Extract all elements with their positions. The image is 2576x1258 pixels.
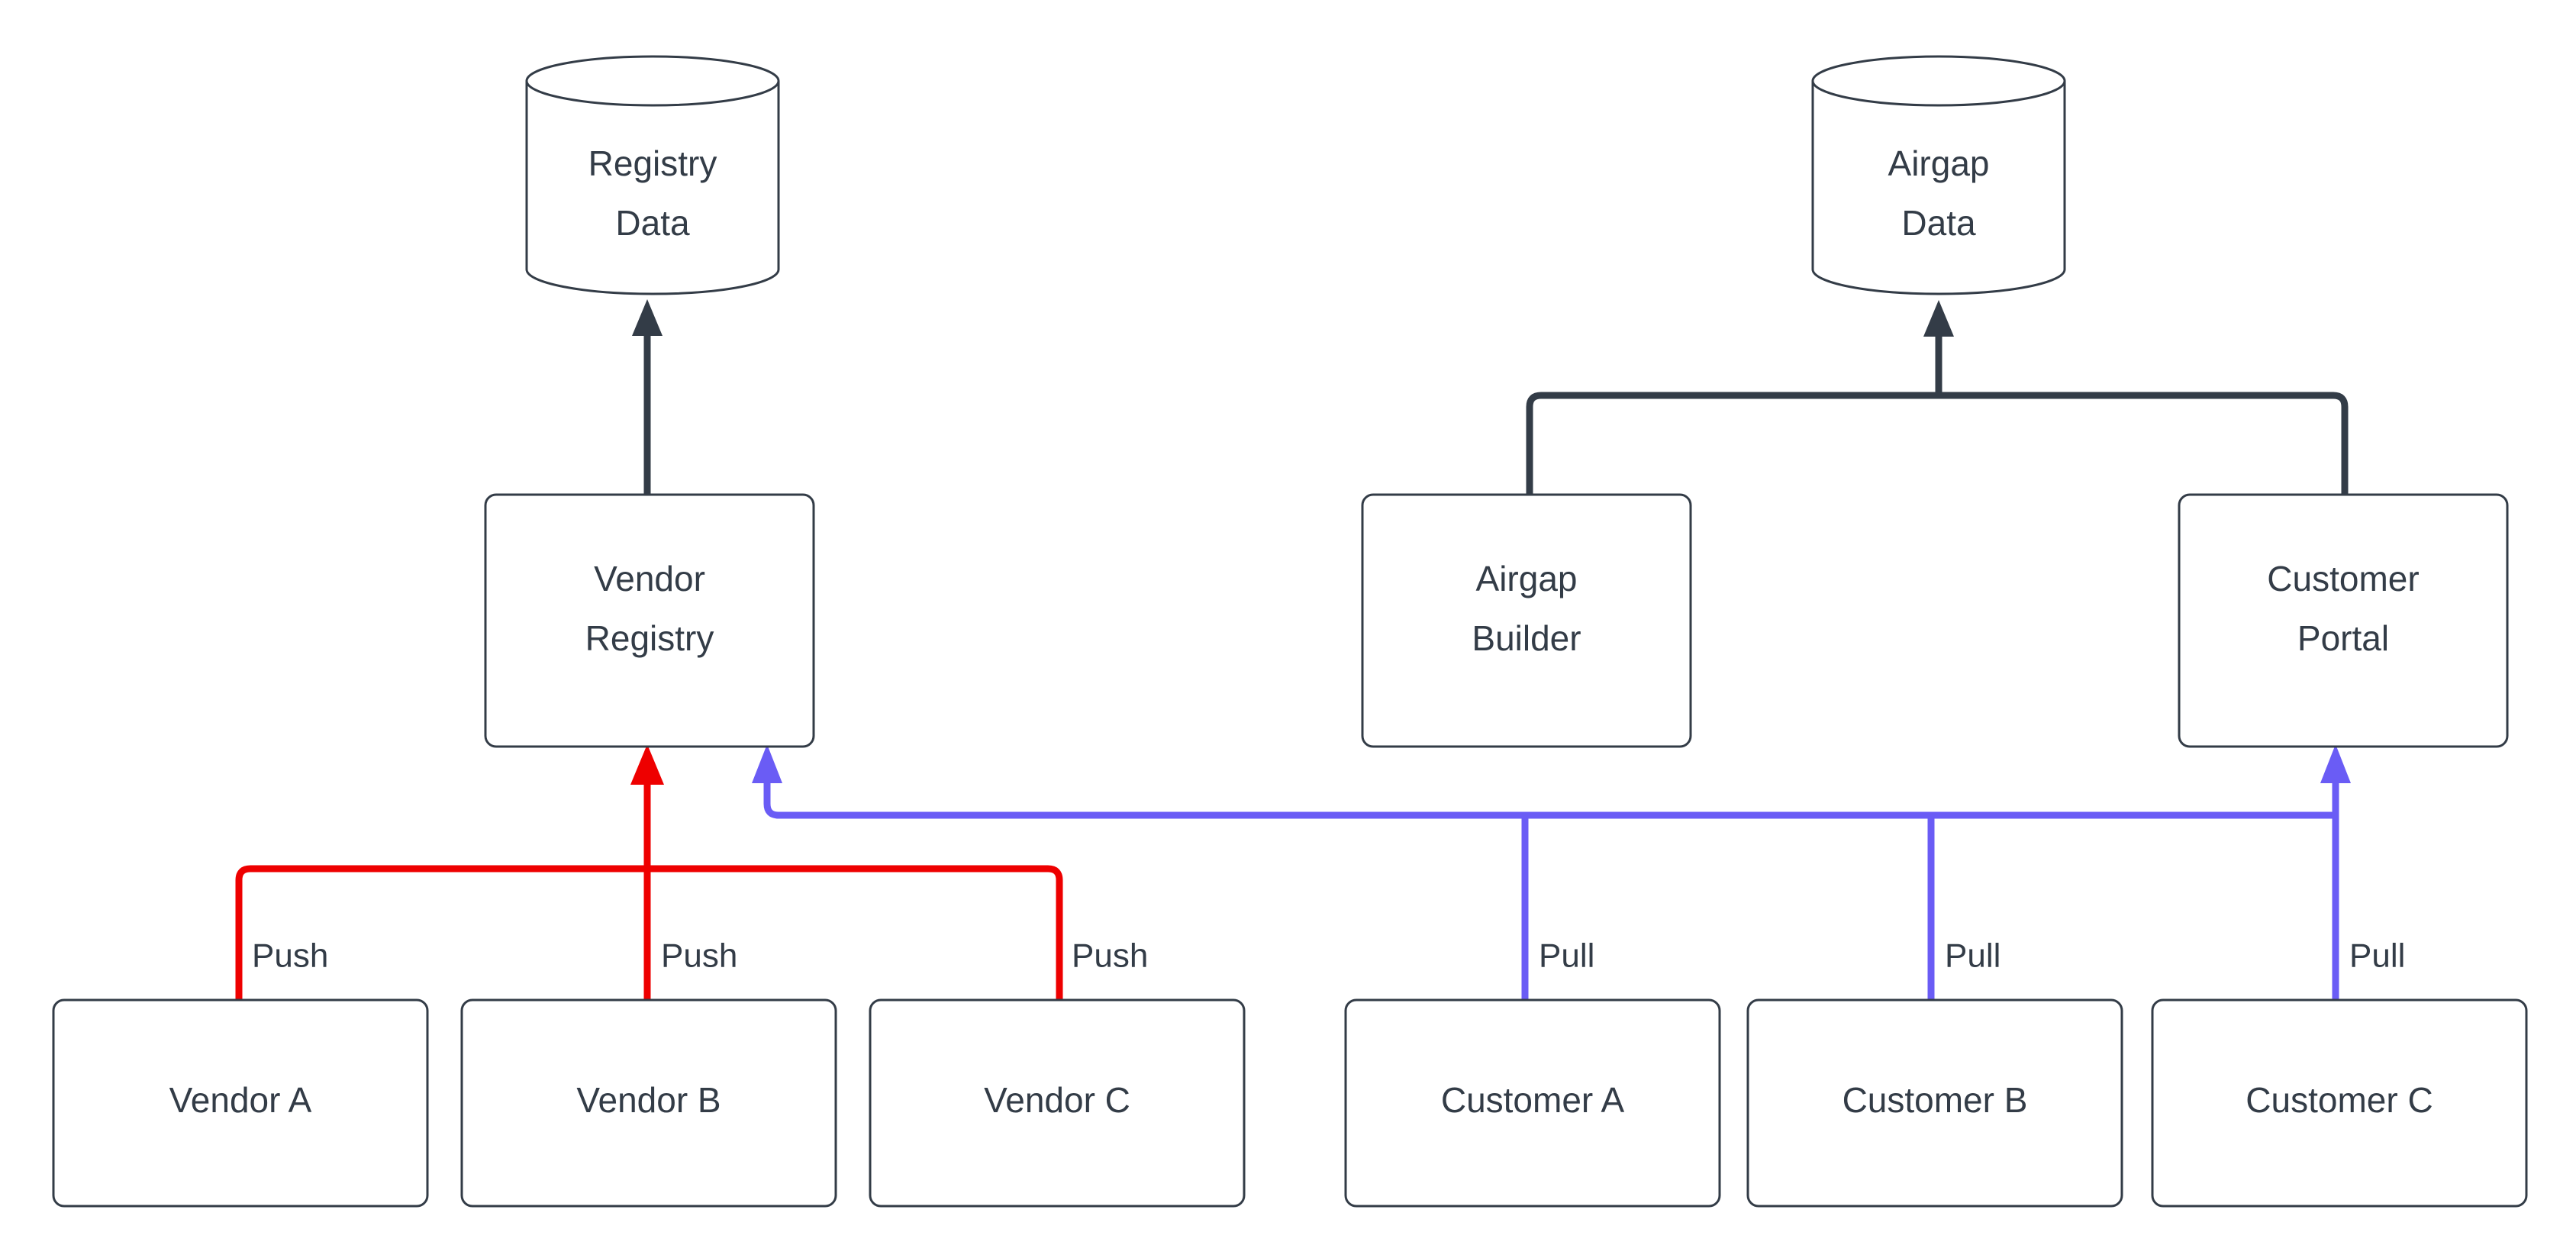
cylinder-top <box>525 55 780 107</box>
box-shape <box>2178 493 2509 748</box>
edge-vendor-c-push <box>647 865 1063 1000</box>
service-label-line2: Portal <box>2297 618 2389 658</box>
box-shape <box>1361 493 1692 748</box>
actor-label: Vendor B <box>576 1080 721 1120</box>
actor-vendor-c[interactable]: Vendor C <box>869 998 1246 1208</box>
actor-vendor-b[interactable]: Vendor B <box>460 998 837 1208</box>
arrowhead-icon <box>1923 300 1954 337</box>
box-shape <box>1344 998 1721 1208</box>
edge-line <box>1939 392 2349 495</box>
datastore-label-line1: Airgap <box>1888 144 1990 183</box>
actor-label: Vendor C <box>984 1080 1130 1120</box>
actor-customer-c[interactable]: Customer C <box>2151 998 2528 1208</box>
edge-vendor-a-push <box>235 865 647 1000</box>
actor-customer-a[interactable]: Customer A <box>1344 998 1721 1208</box>
cylinder-body <box>1811 81 2066 295</box>
cylinder-body <box>525 81 780 295</box>
edge-line <box>1526 392 1939 495</box>
service-customer-portal[interactable]: Customer Portal <box>2178 493 2509 748</box>
datastore-airgap-data[interactable]: Airgap Data <box>1811 55 2066 295</box>
box-shape <box>2151 998 2528 1208</box>
edge-customer-portal-to-airgap-data <box>1939 392 2349 495</box>
edge-line <box>763 771 779 819</box>
datastore-label-line2: Data <box>1901 203 1976 243</box>
cylinder-top <box>1811 55 2066 107</box>
service-label-line1: Customer <box>2267 559 2419 598</box>
actor-label: Customer A <box>1441 1080 1625 1120</box>
actor-label: Vendor A <box>169 1080 312 1120</box>
edge-merge-to-airgap-data <box>1923 300 1954 395</box>
box-shape <box>869 998 1246 1208</box>
actor-label: Customer C <box>2246 1080 2433 1120</box>
actor-label: Customer B <box>1843 1080 2028 1120</box>
service-label-line2: Registry <box>585 618 714 658</box>
arrowhead-icon <box>632 299 663 336</box>
box-shape <box>52 998 429 1208</box>
service-label-line1: Airgap <box>1476 559 1578 598</box>
datastore-label-line2: Data <box>615 203 690 243</box>
service-airgap-builder[interactable]: Airgap Builder <box>1361 493 1692 748</box>
edge-vendor-b-push <box>630 744 664 1000</box>
edge-vendor-registry-to-registry-data <box>632 299 663 495</box>
edge-label-push-vendor-b: Push <box>661 937 737 975</box>
datastore-label-line1: Registry <box>588 144 717 183</box>
edge-airgap-builder-to-airgap-data <box>1526 392 1939 495</box>
service-label-line2: Builder <box>1472 618 1581 658</box>
actor-customer-b[interactable]: Customer B <box>1746 998 2123 1208</box>
actor-vendor-a[interactable]: Vendor A <box>52 998 429 1208</box>
edge-customer-c-pull <box>2320 744 2351 1000</box>
service-label-line1: Vendor <box>594 559 705 598</box>
datastore-registry-data[interactable]: Registry Data <box>525 55 780 295</box>
edge-label-pull-customer-c: Pull <box>2349 937 2405 975</box>
service-vendor-registry[interactable]: Vendor Registry <box>484 493 815 748</box>
arrowhead-icon <box>2320 744 2351 783</box>
edge-label-push-vendor-c: Push <box>1072 937 1148 975</box>
edge-label-push-vendor-a: Push <box>252 937 328 975</box>
edge-label-pull-customer-b: Pull <box>1945 937 2001 975</box>
box-shape <box>1746 998 2123 1208</box>
edge-pull-bus-to-vendor-registry <box>752 744 782 819</box>
box-shape <box>460 998 837 1208</box>
arrowhead-icon <box>752 744 782 783</box>
edge-line <box>647 865 1063 1000</box>
edge-label-pull-customer-a: Pull <box>1539 937 1594 975</box>
box-shape <box>484 493 815 748</box>
edge-line <box>235 865 647 1000</box>
arrowhead-icon <box>630 744 664 785</box>
